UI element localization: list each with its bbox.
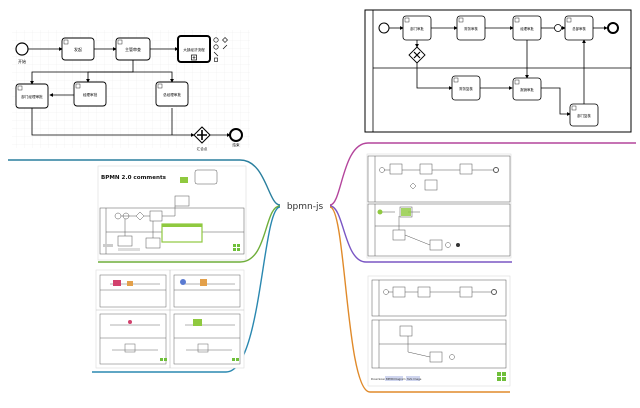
tr-exclusive-gateway	[408, 46, 426, 64]
tl-task-1-label: 发起	[74, 46, 82, 52]
pad-delete-icon[interactable]	[214, 57, 218, 62]
center-topic[interactable]: bpmn-js	[287, 202, 324, 212]
collab-thumbnail	[95, 269, 245, 369]
pad-intermediate-icon[interactable]	[213, 44, 219, 50]
tl-task-3-marker	[191, 54, 197, 61]
tr-task-1: 部门审批	[402, 15, 432, 41]
pad-connect-icon[interactable]	[222, 44, 228, 50]
bpmn-logo-icon	[233, 244, 240, 251]
comments-thumbnail: BPMN 2.0 comments	[97, 165, 247, 261]
tl-task-5-label: 经理审批	[83, 92, 98, 97]
tr-task-7: 部门复核	[569, 103, 599, 127]
connector-left-low	[92, 206, 281, 373]
tr-task-2: 财务审核	[456, 15, 486, 41]
connector-right-low	[329, 206, 510, 393]
tl-task-4: 部门经理审批	[15, 83, 49, 109]
context-pad[interactable]	[191, 37, 228, 62]
tl-task-5: 经理审批	[73, 81, 107, 107]
connector-right-mid	[329, 205, 512, 263]
tl-task-6: 总经理审批	[155, 81, 189, 107]
start-label: 开始	[18, 58, 26, 64]
editor-thumbnail	[366, 153, 512, 259]
bpmn-diagram-link[interactable]: BPMN Diagram	[386, 377, 406, 381]
end-event	[229, 128, 243, 142]
tl-task-3-selected[interactable]: 大部经济流程	[177, 35, 211, 63]
tr-task-4-label: 总部审核	[572, 26, 586, 31]
tr-task-6-label: 报销审批	[520, 87, 534, 92]
gateway-label: 汇合点	[197, 146, 208, 151]
connector-right-top	[329, 142, 636, 206]
svg-image-link[interactable]: SVG Image	[407, 377, 422, 381]
tl-task-1: 发起	[61, 37, 95, 61]
end-label: 结束	[232, 142, 240, 147]
download-label[interactable]: Download	[371, 377, 386, 381]
top-left-diagram: 开始 发起 主管审查 大部经济流程	[12, 30, 250, 151]
pad-end-event-icon[interactable]	[213, 37, 219, 43]
connectors	[8, 142, 636, 393]
tl-task-4-label: 部门经理审批	[21, 94, 43, 99]
tr-task-4: 总部审核	[564, 15, 594, 41]
tr-task-5: 财务复核	[451, 75, 481, 101]
tl-task-2-label: 主管审查	[125, 46, 141, 52]
connector-left-mid	[98, 205, 281, 263]
tl-task-2: 主管审查	[115, 37, 151, 61]
pad-wrench-icon[interactable]	[213, 51, 219, 57]
tr-task-3-label: 经理审批	[520, 26, 534, 31]
tr-task-6: 报销审批	[512, 77, 542, 101]
tl-task-6-label: 总经理审批	[163, 92, 181, 97]
tr-task-5-label: 财务复核	[459, 86, 473, 91]
bpmn-logo-icon-2	[497, 372, 506, 381]
tr-task-3: 经理审批	[512, 15, 542, 41]
tr-task-1-label: 部门审批	[410, 26, 424, 31]
tr-task-2-label: 财务审核	[464, 26, 478, 31]
pad-gateway-icon[interactable]	[222, 37, 228, 43]
tl-task-3-label: 大部经济流程	[183, 47, 205, 52]
connector-left-top	[8, 159, 281, 206]
comments-title: BPMN 2.0 comments	[101, 175, 167, 181]
start-event	[15, 42, 29, 56]
top-right-diagram: 部门审批 财务审核 经理审批 总部审核 财务复核	[364, 9, 632, 133]
parallel-gateway: 汇合点	[193, 126, 211, 151]
tr-task-7-label: 部门复核	[577, 113, 591, 118]
download-thumbnail: Download BPMN Diagram SVG Image	[367, 275, 511, 387]
